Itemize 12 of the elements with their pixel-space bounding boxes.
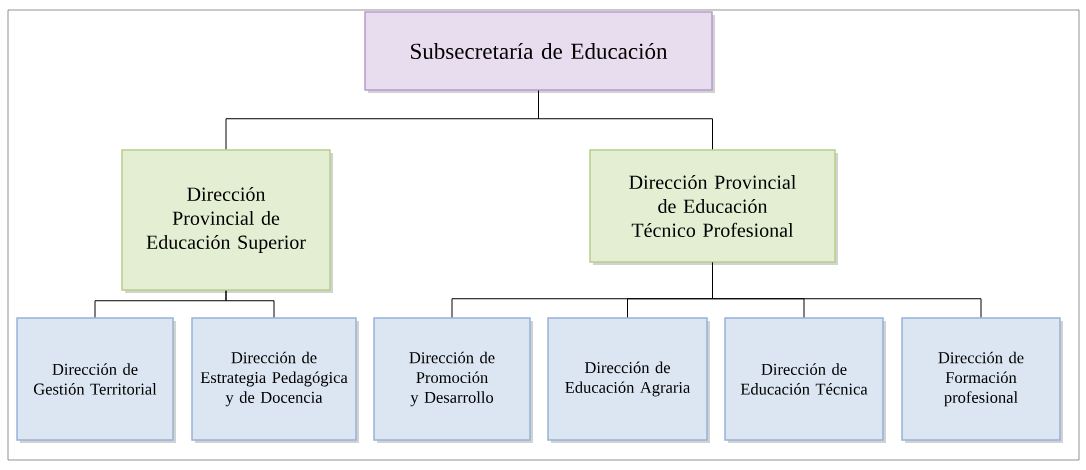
- org-box: Dirección de Gestión Territorial: [16, 317, 176, 443]
- org-box: Dirección de Promoción y Desarrollo: [373, 317, 533, 443]
- connector-line: [225, 290, 275, 318]
- connector-line: [712, 262, 982, 318]
- org-box: Dirección de Formación profesional: [901, 317, 1063, 443]
- org-box: Dirección Provincial de Educación Técnico Profesional: [589, 149, 838, 265]
- org-box: Subsecretaría de Educación: [364, 11, 715, 93]
- org-box: Dirección Provincial de Educación Superior: [121, 149, 333, 293]
- connector-line: [538, 90, 713, 150]
- org-box: Dirección de Estrategia Pedagógica y de Docencia: [191, 317, 359, 443]
- org-box: Dirección de Educación Técnica: [724, 317, 886, 443]
- org-box: Dirección de Educación Agraria: [547, 317, 710, 443]
